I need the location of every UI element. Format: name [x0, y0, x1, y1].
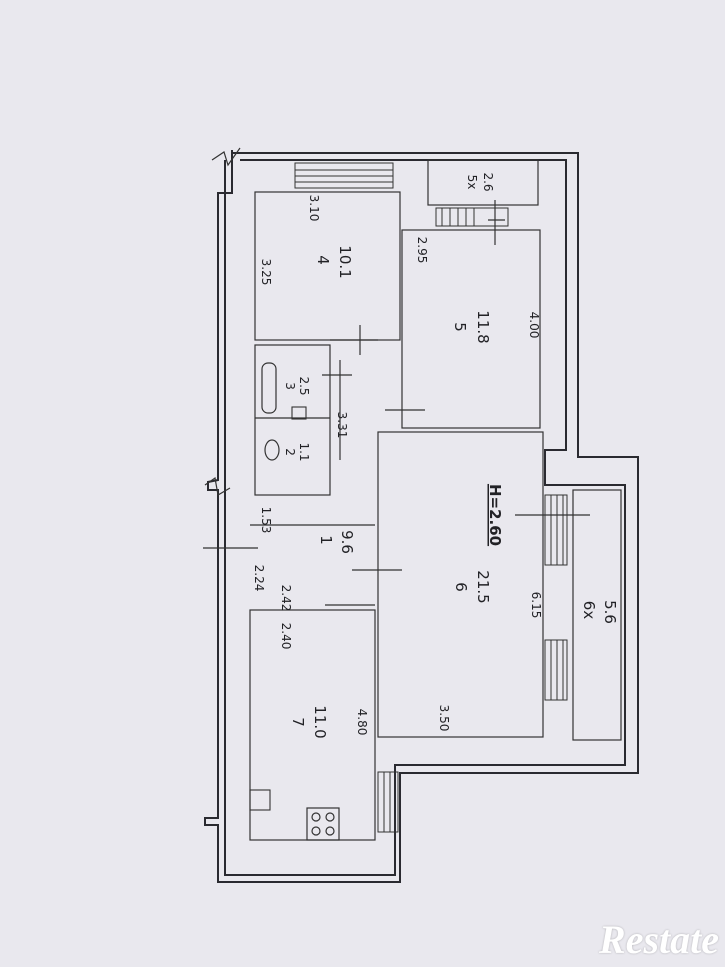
room-number: 2	[283, 448, 297, 456]
interior-walls	[249, 159, 622, 841]
dimension: 6.15	[529, 592, 543, 619]
stove-icon	[306, 807, 340, 841]
room-area: 2.5	[297, 376, 311, 395]
room-number: 6	[452, 582, 470, 592]
windows	[294, 162, 568, 833]
bathtub-icon	[261, 362, 277, 414]
dimension: 2.24	[252, 565, 266, 592]
dimension: 2.40	[279, 623, 293, 650]
room-area: 9.6	[338, 530, 356, 554]
room-number: 3	[283, 382, 297, 390]
room-number: 5	[451, 322, 469, 332]
dimension: 2.42	[279, 585, 293, 612]
fixtures	[249, 362, 340, 841]
room-area: 11.8	[474, 310, 492, 343]
room-number: 7	[289, 717, 307, 727]
dimension: 3.10	[307, 195, 321, 222]
dimension: 4.80	[355, 709, 369, 736]
restate-logo: Restate	[599, 917, 719, 962]
room-area: 10.1	[336, 245, 354, 278]
room-area: 11.0	[311, 705, 329, 738]
sink-icon	[291, 406, 307, 420]
dimension: 2.95	[415, 237, 429, 264]
dimension: 3.31	[335, 412, 349, 439]
dimension: 4.00	[527, 312, 541, 339]
room-number: 4	[314, 255, 332, 265]
ceiling-height: H=2.60	[486, 484, 504, 546]
dimension: 1.53	[259, 507, 273, 534]
toilet-icon	[264, 439, 280, 461]
room-area: 2.6	[481, 172, 495, 191]
kitchen-sink-icon	[249, 789, 271, 811]
dimension: 3.25	[259, 259, 273, 286]
dimension: 3.50	[437, 705, 451, 732]
room-number: 5x	[465, 175, 479, 190]
room-labels: 1 9.6 2 1.1 3 2.5 4 10.1 5 11.8 5x 2.6 6…	[283, 172, 619, 738]
room-area: 5.6	[601, 600, 619, 624]
room-area: 21.5	[474, 570, 492, 603]
dimension-labels: 3.10 3.25 2.95 4.00 3.31 1.53 2.24 2.42 …	[252, 195, 543, 736]
outer-walls	[204, 147, 639, 883]
door-marks	[203, 200, 590, 606]
room-number: 6x	[580, 601, 598, 620]
room-number: 1	[317, 535, 335, 545]
room-area: 1.1	[297, 442, 311, 461]
